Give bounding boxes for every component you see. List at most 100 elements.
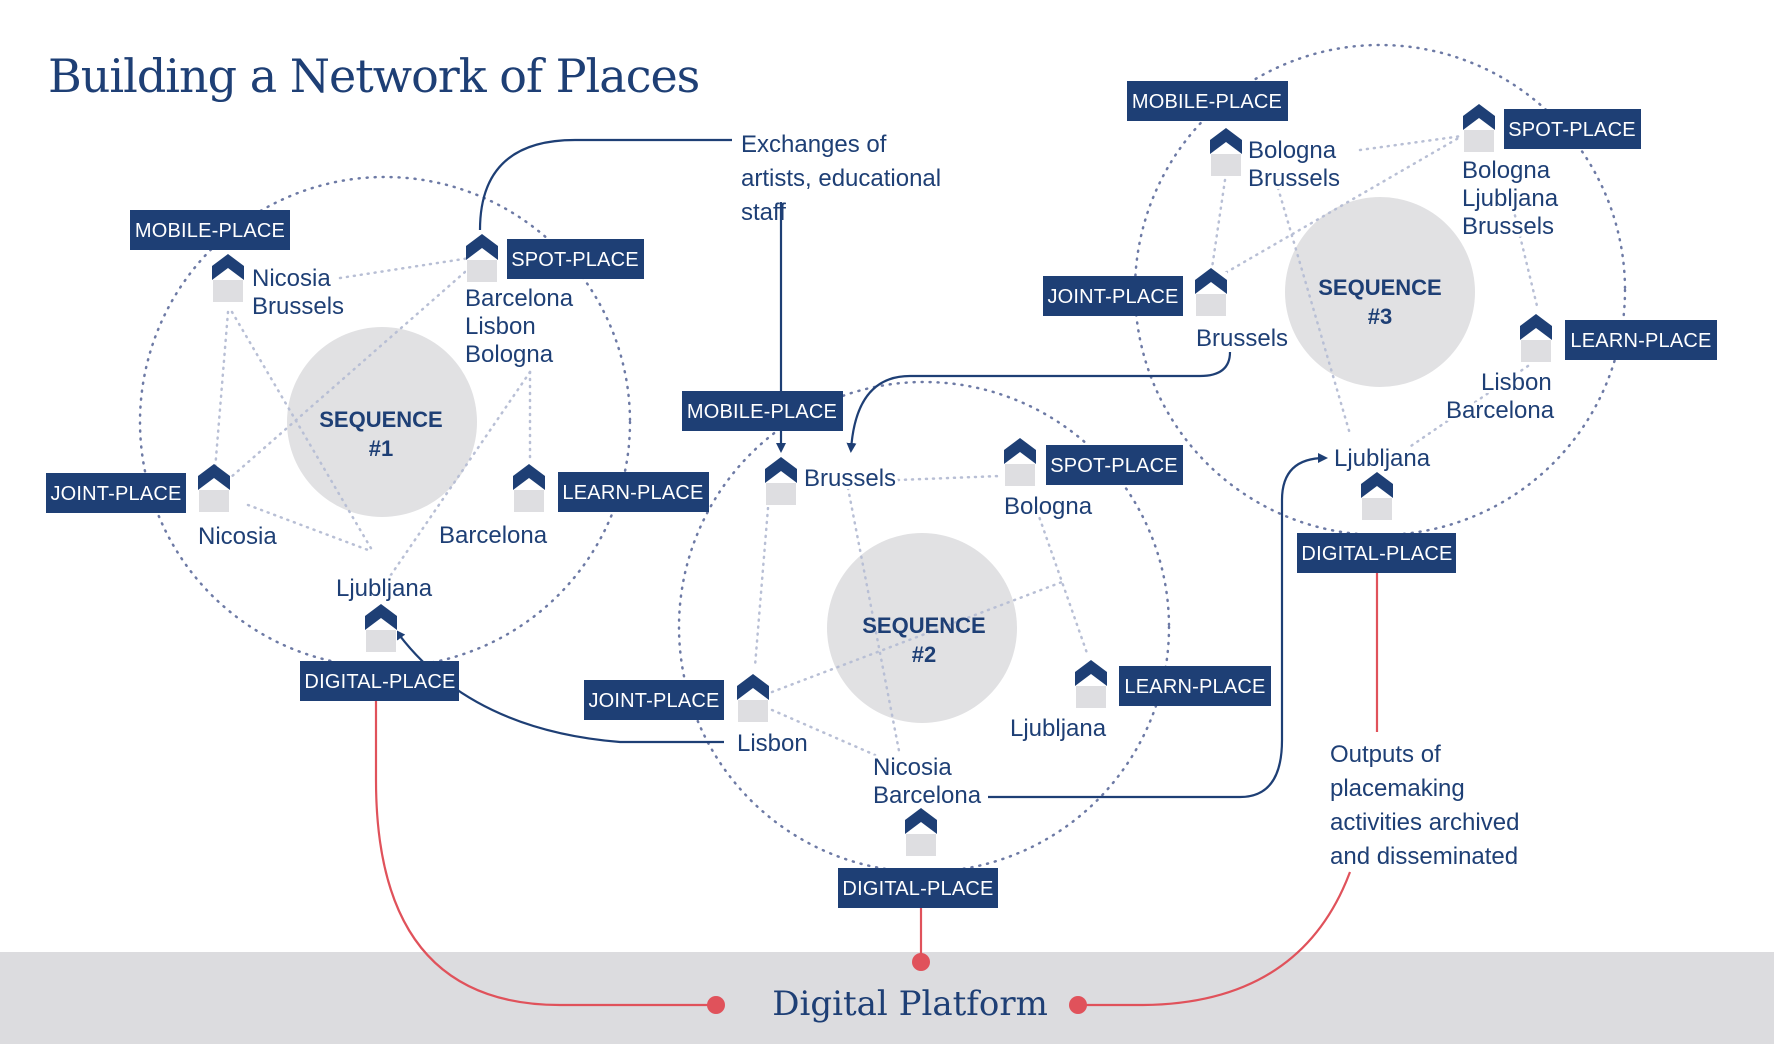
house-icon xyxy=(212,254,244,304)
house-icon xyxy=(466,234,498,284)
svg-text:LEARN-PLACE: LEARN-PLACE xyxy=(1124,676,1265,698)
svg-text:JOINT-PLACE: JOINT-PLACE xyxy=(50,483,181,505)
svg-text:DIGITAL-PLACE: DIGITAL-PLACE xyxy=(842,878,993,900)
svg-text:artists, educational: artists, educational xyxy=(741,165,941,192)
page-title: Building a Network of Places xyxy=(48,49,699,103)
svg-text:MOBILE-PLACE: MOBILE-PLACE xyxy=(135,220,285,242)
sequence-3-circle xyxy=(1285,197,1475,387)
flow-seq3-to-seq2 xyxy=(846,351,1232,453)
tag-spot-place: SPOT-PLACE xyxy=(1504,109,1641,149)
city-labels: Nicosia Brussels Barcelona Lisbon Bologn… xyxy=(195,134,1562,812)
svg-text:activities archived: activities archived xyxy=(1330,809,1519,836)
house-icon xyxy=(513,464,545,514)
connector-seq3-lower xyxy=(1078,871,1352,1007)
tag-digital-place: DIGITAL-PLACE xyxy=(1297,533,1456,573)
svg-text:DIGITAL-PLACE: DIGITAL-PLACE xyxy=(1301,543,1452,565)
svg-text:LEARN-PLACE: LEARN-PLACE xyxy=(562,482,703,504)
sequence-2-number: #2 xyxy=(912,642,936,667)
tag-joint-place: JOINT-PLACE xyxy=(1043,276,1183,316)
city-label: Brussels xyxy=(1196,325,1288,352)
connector-dot-right xyxy=(1069,996,1087,1014)
city-label: Brussels xyxy=(804,465,896,492)
city-label: Nicosia xyxy=(252,265,331,292)
city-label: Lisbon xyxy=(465,313,536,340)
platform-label: Digital Platform xyxy=(772,984,1048,1024)
tag-spot-place: SPOT-PLACE xyxy=(1046,445,1183,485)
tag-spot-place: SPOT-PLACE xyxy=(507,239,644,279)
city-label: Bologna xyxy=(1248,137,1337,164)
connector-dot-center xyxy=(912,953,930,971)
annotation-exchanges: Exchanges of artists, educational staff xyxy=(741,131,941,226)
place-tags: MOBILE-PLACE SPOT-PLACE JOINT-PLACE LEAR… xyxy=(46,81,1717,908)
house-icon xyxy=(1004,438,1036,488)
svg-text:SPOT-PLACE: SPOT-PLACE xyxy=(511,249,639,271)
flow-seq1-to-exchanges xyxy=(478,138,732,231)
tag-mobile-place: MOBILE-PLACE xyxy=(130,210,290,250)
house-icon xyxy=(1075,660,1107,710)
sequence-1-number: #1 xyxy=(369,436,393,461)
city-label: Bologna xyxy=(465,341,554,368)
tag-learn-place: LEARN-PLACE xyxy=(1565,320,1717,360)
svg-text:MOBILE-PLACE: MOBILE-PLACE xyxy=(1132,91,1282,113)
svg-text:Exchanges of: Exchanges of xyxy=(741,131,887,158)
tag-learn-place: LEARN-PLACE xyxy=(1119,666,1271,706)
sequence-2-circle xyxy=(827,533,1017,723)
svg-text:staff: staff xyxy=(741,199,786,226)
city-label: Lisbon xyxy=(737,730,808,757)
tag-joint-place: JOINT-PLACE xyxy=(584,680,724,720)
house-icon xyxy=(1210,128,1242,178)
house-icon xyxy=(1361,472,1393,522)
city-label: Ljubljana xyxy=(1334,445,1431,472)
city-label: Barcelona xyxy=(873,782,982,809)
sequence-3-number: #3 xyxy=(1368,304,1392,329)
connector-dot-left xyxy=(707,996,725,1014)
svg-text:LEARN-PLACE: LEARN-PLACE xyxy=(1570,330,1711,352)
house-icon xyxy=(1463,104,1495,154)
city-label: Nicosia xyxy=(873,754,952,781)
tag-mobile-place: MOBILE-PLACE xyxy=(682,391,843,431)
city-label: Ljubljana xyxy=(1462,185,1559,212)
house-icon xyxy=(365,604,397,654)
svg-text:placemaking: placemaking xyxy=(1330,775,1465,802)
city-label: Brussels xyxy=(1248,165,1340,192)
platform-band xyxy=(0,952,1774,1044)
flow-seq2-to-seq1 xyxy=(395,629,724,744)
place-links xyxy=(213,134,1540,758)
sequence-1-label: SEQUENCE xyxy=(319,407,442,432)
tag-learn-place: LEARN-PLACE xyxy=(558,472,709,512)
city-label: Brussels xyxy=(1462,213,1554,240)
house-icon xyxy=(1520,314,1552,364)
tag-mobile-place: MOBILE-PLACE xyxy=(1127,81,1288,121)
svg-text:SPOT-PLACE: SPOT-PLACE xyxy=(1050,455,1178,477)
tag-digital-place: DIGITAL-PLACE xyxy=(300,661,459,701)
city-label: Lisbon xyxy=(1481,369,1552,396)
sequence-2-label: SEQUENCE xyxy=(862,613,985,638)
house-icon xyxy=(765,457,797,507)
city-label: Nicosia xyxy=(198,523,277,550)
house-icon xyxy=(737,674,769,724)
city-label: Barcelona xyxy=(1446,397,1555,424)
house-icon xyxy=(198,464,230,514)
house-icon xyxy=(905,808,937,858)
sequence-1-circle xyxy=(287,327,477,517)
exchange-flows xyxy=(395,138,1328,799)
house-icons xyxy=(198,104,1552,858)
city-label: Barcelona xyxy=(439,522,548,549)
tag-joint-place: JOINT-PLACE xyxy=(46,473,186,513)
svg-text:JOINT-PLACE: JOINT-PLACE xyxy=(1047,286,1178,308)
city-label: Ljubljana xyxy=(1010,715,1107,742)
city-label: Barcelona xyxy=(465,285,574,312)
platform-connectors xyxy=(374,572,1379,1014)
tag-digital-place: DIGITAL-PLACE xyxy=(838,868,998,908)
city-label: Bologna xyxy=(1004,493,1093,520)
house-icon xyxy=(1195,268,1227,318)
sequence-3-label: SEQUENCE xyxy=(1318,275,1441,300)
connector-seq1 xyxy=(374,678,716,1007)
svg-text:MOBILE-PLACE: MOBILE-PLACE xyxy=(687,401,837,423)
svg-text:DIGITAL-PLACE: DIGITAL-PLACE xyxy=(304,671,455,693)
annotation-outputs: Outputs of placemaking activities archiv… xyxy=(1330,741,1519,870)
svg-text:SPOT-PLACE: SPOT-PLACE xyxy=(1508,119,1636,141)
city-label: Bologna xyxy=(1462,157,1551,184)
